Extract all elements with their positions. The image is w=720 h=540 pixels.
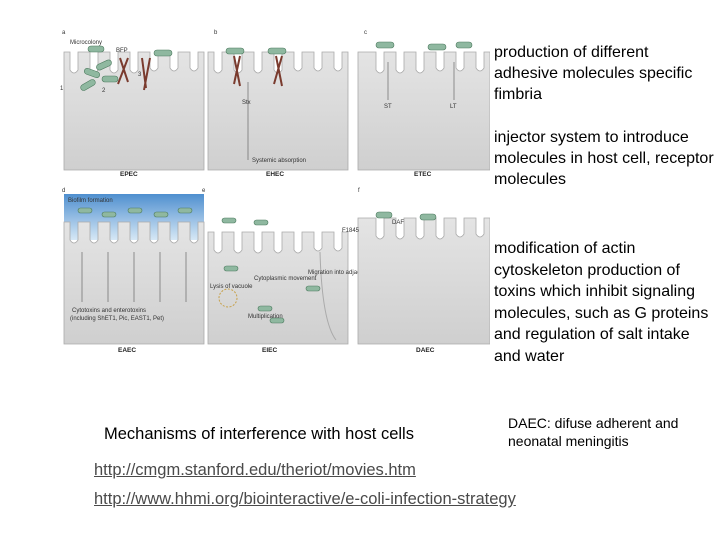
panel-f-daec: f F1845 DAF DAEC <box>342 188 490 354</box>
panel-c-etec: c ST LT ETEC <box>357 30 490 178</box>
label-microcolony: Microcolony <box>70 40 102 46</box>
svg-text:F1845: F1845 <box>342 228 360 234</box>
svg-text:EHEC: EHEC <box>266 171 284 178</box>
svg-text:LT: LT <box>450 104 457 110</box>
svg-text:2: 2 <box>102 88 106 94</box>
svg-text:ST: ST <box>384 104 392 110</box>
svg-text:DAF: DAF <box>392 220 404 226</box>
svg-text:(including ShET1, Pic, EAST1,: (including ShET1, Pic, EAST1, Pet) <box>70 316 164 322</box>
svg-text:Cytotoxins and enterotoxins: Cytotoxins and enterotoxins <box>72 308 146 314</box>
note-adhesive-molecules: production of different adhesive molecul… <box>494 44 693 103</box>
svg-text:Cytoplasmic movement: Cytoplasmic movement <box>254 276 317 282</box>
note-actin-cytoskeleton: modification of actin cytoskeleton produ… <box>494 240 709 365</box>
svg-text:Biofilm formation: Biofilm formation <box>68 198 113 204</box>
panel-b-ehec: b Stx Systemic absorption EHEC <box>207 30 349 178</box>
svg-text:Multiplication: Multiplication <box>248 314 283 320</box>
figure-caption: Mechanisms of interference with host cel… <box>104 425 414 443</box>
panel-d-eaec: d Biofilm formation Cytotoxins and enter… <box>62 188 205 354</box>
svg-text:DAEC: DAEC <box>416 347 435 354</box>
panel-a-epec: a Microcolony BFP 1 2 3 EPEC <box>60 30 205 178</box>
svg-text:Migration into adjacent cell: Migration into adjacent cell <box>308 270 379 276</box>
pathotype-figure: a Microcolony BFP 1 2 3 EPEC b Stx Systemi… <box>60 30 490 354</box>
note-injector-system: injector system to introduce molecules i… <box>494 129 714 188</box>
svg-text:d: d <box>62 188 65 194</box>
svg-text:a: a <box>62 30 66 36</box>
link-hhmi-biointeractive[interactable]: http://www.hhmi.org/biointeractive/e-col… <box>94 490 516 508</box>
svg-text:Lysis of vacuole: Lysis of vacuole <box>210 284 253 290</box>
svg-text:c: c <box>364 30 367 36</box>
svg-text:Stx: Stx <box>242 100 251 106</box>
panel-e-eiec: e Lysis of vacuole Cytoplasmic movement … <box>202 188 379 354</box>
label-epec: EPEC <box>120 171 138 178</box>
svg-text:Systemic absorption: Systemic absorption <box>252 158 306 164</box>
label-bfp: BFP <box>116 48 128 54</box>
daec-note: DAEC: difuse adherent and neonatal menin… <box>508 415 679 449</box>
svg-text:EIEC: EIEC <box>262 347 277 354</box>
svg-text:1: 1 <box>60 86 64 92</box>
link-stanford-movies[interactable]: http://cmgm.stanford.edu/theriot/movies.… <box>94 461 416 479</box>
svg-text:b: b <box>214 30 218 36</box>
svg-text:EAEC: EAEC <box>118 347 136 354</box>
svg-text:e: e <box>202 188 206 194</box>
svg-text:ETEC: ETEC <box>414 171 432 178</box>
svg-text:3: 3 <box>138 72 142 78</box>
svg-text:f: f <box>358 188 360 194</box>
